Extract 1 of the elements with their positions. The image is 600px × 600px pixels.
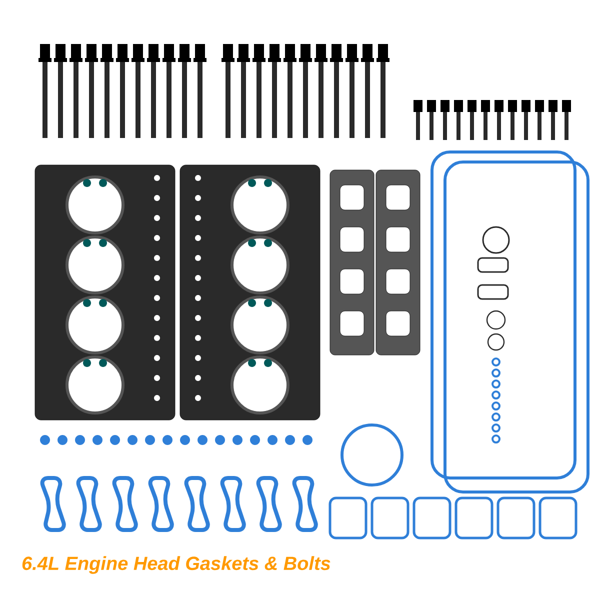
product-title: 6.4L Engine Head Gaskets & Bolts xyxy=(22,556,330,574)
